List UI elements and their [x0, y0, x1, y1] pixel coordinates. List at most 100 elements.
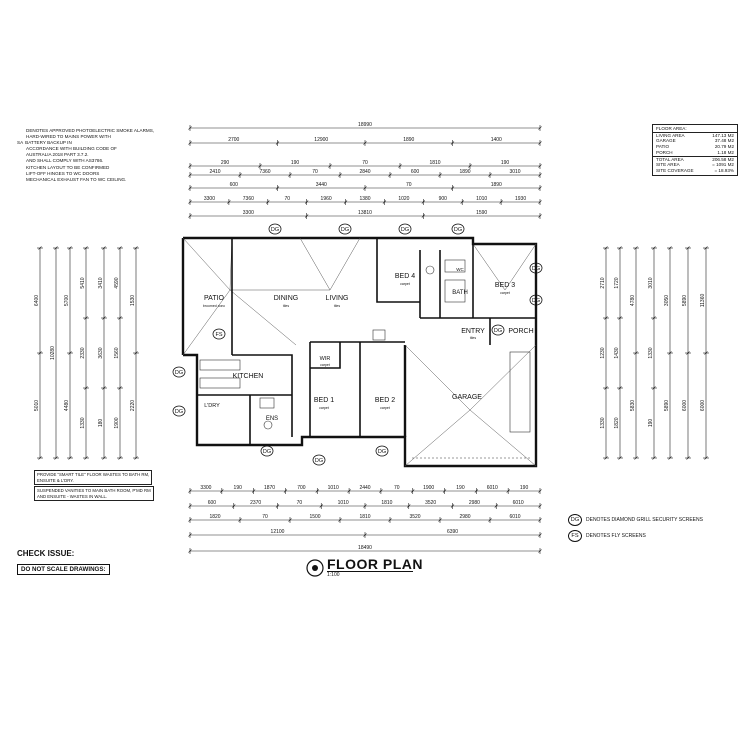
dim-right: 1430: [614, 347, 620, 358]
room-ens: ENS: [266, 416, 278, 422]
svg-text:broomed conc: broomed conc: [203, 304, 225, 308]
dim-bottom-row: 3520: [409, 514, 420, 520]
dim-top-row: 3300: [243, 210, 254, 216]
dim-top-row: 600: [411, 169, 420, 175]
kitchen-fixtures: [199, 259, 466, 430]
dim-top-row: 1380: [359, 196, 370, 202]
dim-bottom-row: 1810: [381, 500, 392, 506]
dim-left: 1330: [80, 417, 86, 428]
dg-marker-label: DG: [263, 449, 271, 455]
dim-top-row: 1960: [321, 196, 332, 202]
dim-left: 2220: [130, 400, 136, 411]
dim-left: 5410: [80, 277, 86, 288]
dg-marker-label: DG: [401, 227, 409, 233]
dg-marker-label: DG: [175, 409, 183, 415]
dg-marker-label: DG: [532, 266, 540, 272]
room-bed4: BED 4: [395, 273, 415, 280]
dim-top-row: 1890: [491, 182, 502, 188]
dim-bottom-row: 70: [297, 500, 303, 506]
dim-bottom-row: 1820: [209, 514, 220, 520]
svg-text:carpet: carpet: [320, 363, 330, 367]
interior-walls: [196, 238, 536, 445]
room-patio: PATIO: [204, 295, 225, 302]
floor-area-heading: FLOOR AREA:: [653, 126, 737, 133]
dim-bottom-row: 1010: [338, 500, 349, 506]
dg-marker-label: DG: [494, 328, 502, 334]
drawing-scale: 1:100: [327, 572, 340, 578]
dim-top-row: 1010: [476, 196, 487, 202]
dim-top-row: 1890: [403, 137, 414, 143]
dim-bottom-row: 2980: [469, 500, 480, 506]
dim-top-row: 3440: [316, 182, 327, 188]
dim-right: 1230: [600, 347, 606, 358]
room-kitchen: KITCHEN: [233, 373, 264, 380]
smoke-alarm-symbol: SA: [17, 140, 24, 146]
dim-bottom-row: 1810: [359, 514, 370, 520]
dim-right: 6000: [700, 400, 706, 411]
room-bed2: BED 2: [375, 397, 395, 404]
dim-bottom-row: 2440: [359, 485, 370, 491]
dim-bottom-row: 6010: [487, 485, 498, 491]
dg-marker-icon: DG: [568, 514, 582, 526]
room-living: LIVING: [326, 295, 349, 302]
check-issue-label: CHECK ISSUE:: [17, 549, 75, 558]
dim-top-row: 2840: [359, 169, 370, 175]
dim-bottom-row: 6010: [513, 500, 524, 506]
svg-text:tiles: tiles: [334, 304, 340, 308]
dim-bottom-row: 1010: [328, 485, 339, 491]
roof-lines: [182, 237, 537, 467]
dim-right: 4780: [630, 295, 636, 306]
dg-marker-icon: [529, 262, 543, 274]
dim-top-row: 1020: [398, 196, 409, 202]
dim-left: 4590: [114, 277, 120, 288]
fs-marker-icon: FS: [568, 530, 582, 542]
dim-top-row: 13810: [358, 210, 372, 216]
svg-text:carpet: carpet: [400, 282, 410, 286]
smoke-alarm-note: DENOTES APPROVED PHOTOELECTRIC SMOKE ALA…: [17, 128, 155, 182]
dg-marker-icon: [172, 366, 186, 378]
dim-bottom-row: 700: [297, 485, 306, 491]
dim-left: 2330: [80, 347, 86, 358]
dg-marker-label: DG: [341, 227, 349, 233]
dim-right: 1330: [600, 417, 606, 428]
room-wc: WC: [456, 267, 464, 272]
dim-bottom-row: 70: [262, 514, 268, 520]
dg-marker-label: DG: [378, 449, 386, 455]
exterior-walls: [181, 236, 538, 468]
dim-left: 180: [98, 419, 104, 428]
svg-text:carpet: carpet: [380, 406, 390, 410]
dg-marker-label: DG: [315, 458, 323, 464]
dg-marker-icon: [172, 405, 186, 417]
dg-marker-icon: [268, 223, 282, 235]
dim-bottom-row: 3300: [200, 485, 211, 491]
dim-top-row: 3010: [509, 169, 520, 175]
dim-top-row: 70: [406, 182, 412, 188]
dim-bottom-row: 1500: [309, 514, 320, 520]
dim-top-row: 1930: [515, 196, 526, 202]
dg-marker-icon: [451, 223, 465, 235]
room-bath: BATH: [452, 290, 468, 296]
dim-top-row: 1890: [459, 169, 470, 175]
title-target-icon: [306, 559, 324, 577]
dim-top-row: 1810: [429, 160, 440, 166]
dim-bottom-row: 190: [520, 485, 529, 491]
dim-bottom-row: 6390: [447, 529, 458, 535]
fs-marker-icon: [212, 328, 226, 340]
room-ldry: L'DRY: [204, 403, 220, 409]
dim-top-row: 70: [284, 196, 290, 202]
dim-top-row: 2700: [228, 137, 239, 143]
dim-right: 190: [648, 419, 654, 428]
svg-text:carpet: carpet: [500, 291, 510, 295]
dim-top-row: 1400: [491, 137, 502, 143]
dim-bottom-row: 1900: [423, 485, 434, 491]
dim-bottom-row: 6010: [509, 514, 520, 520]
dg-marker-icon: [260, 445, 274, 457]
dim-bottom-row: 70: [394, 485, 400, 491]
legend-fs: FS DENOTES FLY SCREENS: [568, 530, 646, 542]
room-bed3: BED 3: [495, 282, 515, 289]
dim-left: 5010: [34, 400, 40, 411]
dg-marker-label: DG: [454, 227, 462, 233]
room-labels: PATIO broomed conc DINING tiles LIVING t…: [203, 267, 534, 422]
dim-bottom-row: 600: [208, 500, 217, 506]
